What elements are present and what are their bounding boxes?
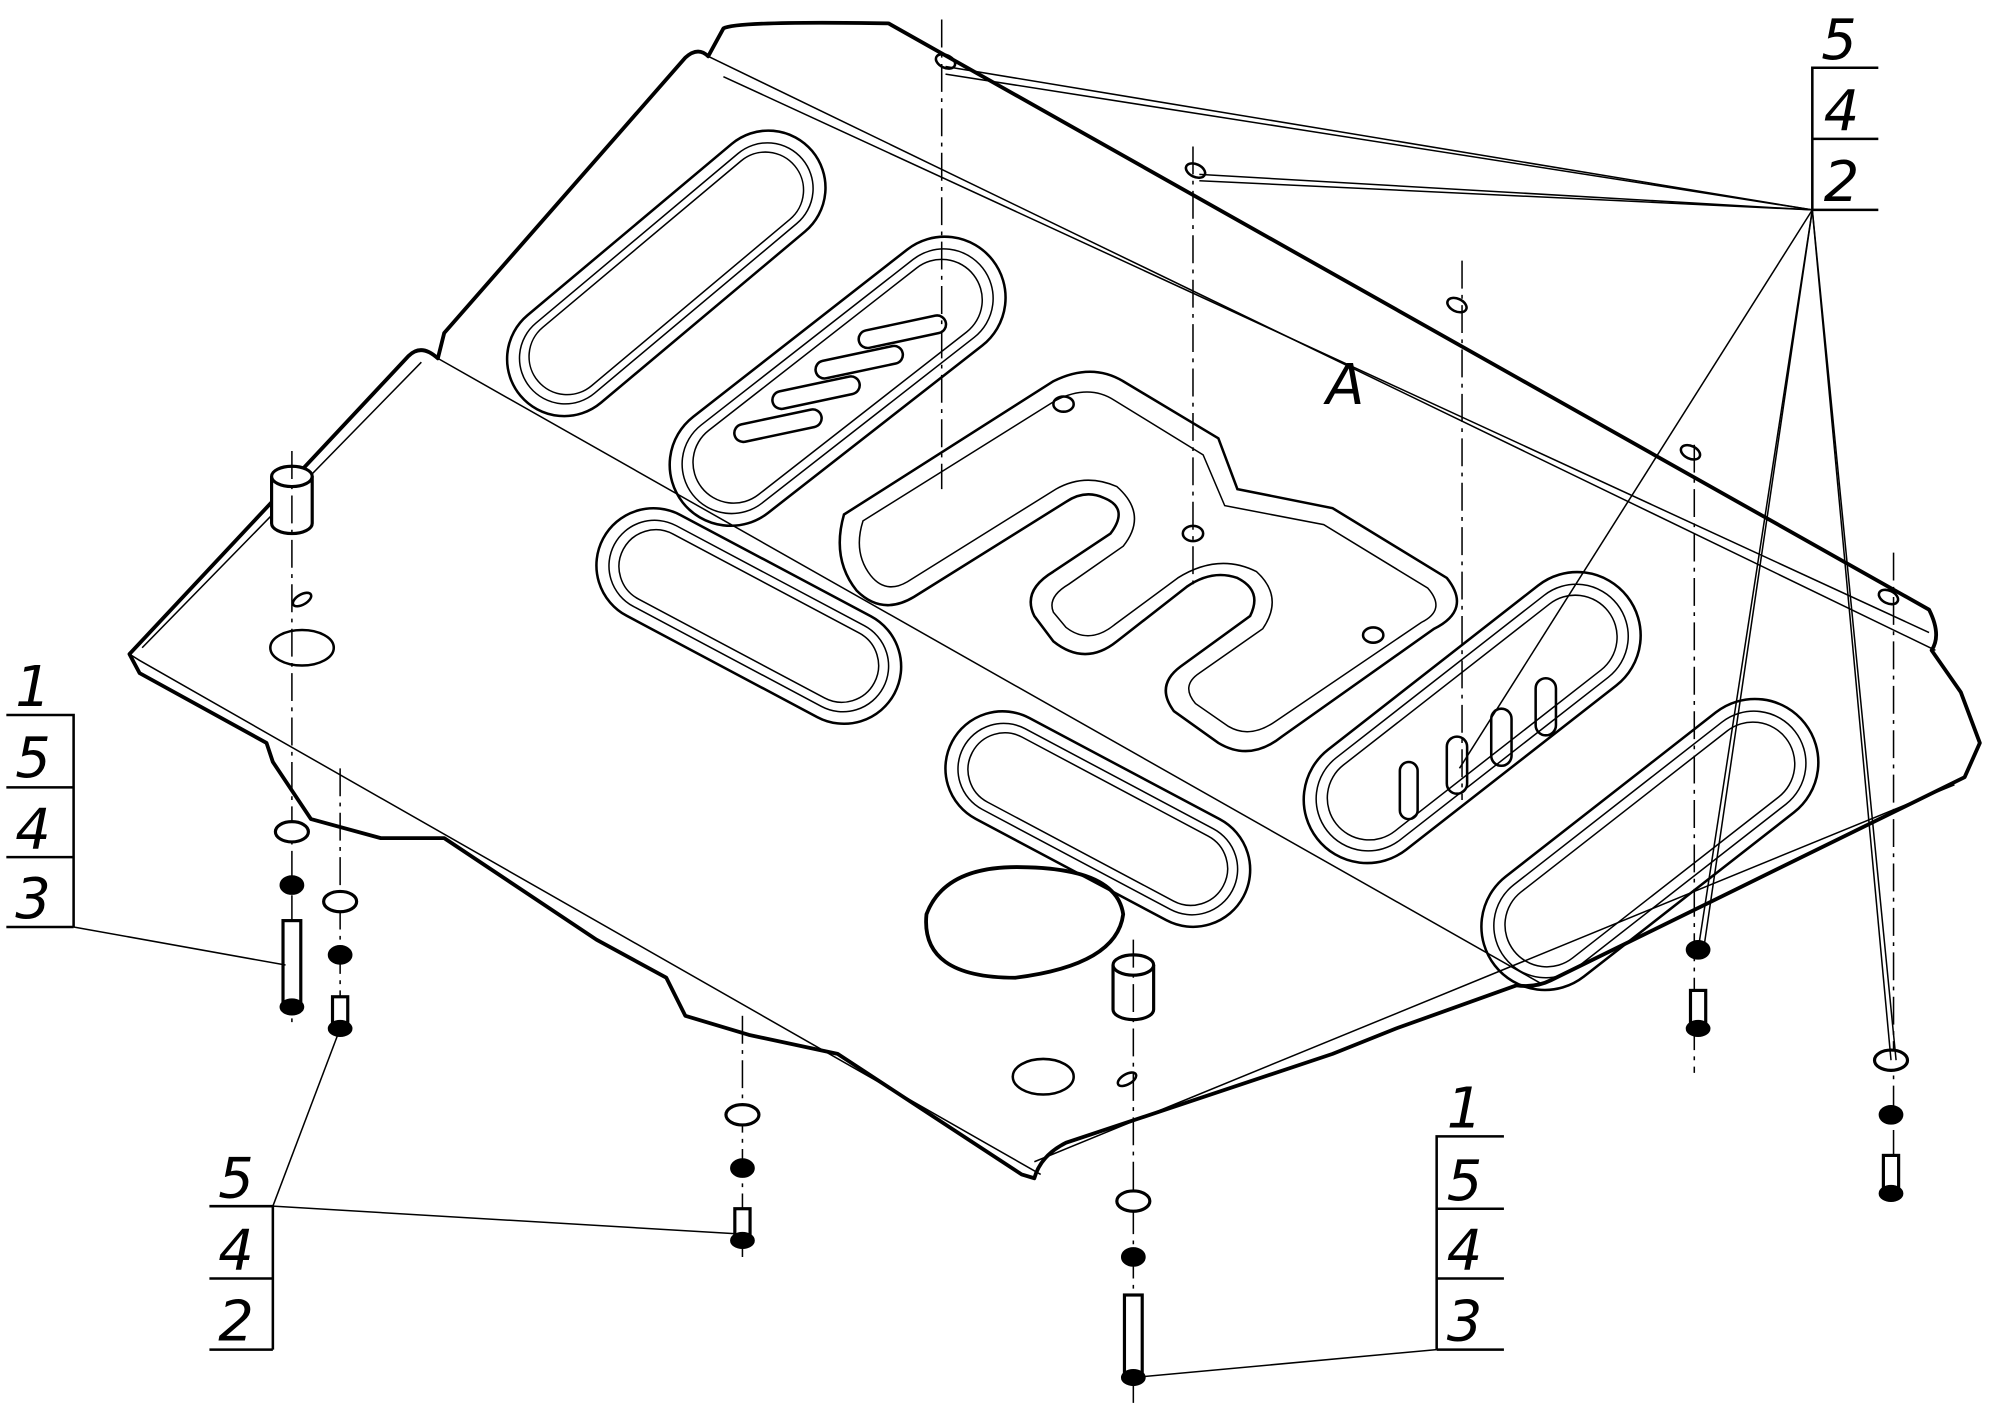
leader-lines	[73, 65, 1897, 1379]
svg-text:2: 2	[218, 1290, 254, 1355]
m-shaped-recess	[838, 370, 1459, 753]
svg-text:5: 5	[218, 1146, 254, 1211]
svg-text:4: 4	[1447, 1219, 1483, 1284]
svg-text:4: 4	[1824, 79, 1860, 144]
svg-text:1: 1	[15, 655, 51, 720]
callout-left: 1 5 4 3	[6, 655, 75, 932]
view-label: A	[1323, 353, 1364, 418]
svg-text:4: 4	[218, 1219, 254, 1284]
svg-text:5: 5	[1821, 8, 1857, 73]
svg-text:1: 1	[1447, 1076, 1483, 1141]
svg-text:5: 5	[15, 726, 51, 791]
callout-bottom-left: 5 4 2	[209, 1146, 275, 1355]
vent-slits	[733, 314, 948, 444]
fasteners	[273, 820, 1910, 1387]
svg-text:2: 2	[1824, 150, 1860, 215]
vent-slots-right	[1398, 676, 1558, 821]
holes	[269, 52, 1900, 1096]
svg-text:5: 5	[1447, 1149, 1483, 1214]
svg-text:3: 3	[1447, 1290, 1483, 1355]
spacer-bushings	[270, 464, 1156, 1022]
relief-slots	[505, 129, 1820, 992]
callout-bottom-center: 1 5 4 3	[1435, 1076, 1504, 1355]
callout-top-right: 5 4 2	[1811, 8, 1879, 215]
svg-text:4: 4	[15, 797, 51, 862]
center-lines	[291, 19, 1895, 1403]
svg-text:3: 3	[15, 867, 51, 932]
skid-plate	[127, 20, 1982, 1181]
